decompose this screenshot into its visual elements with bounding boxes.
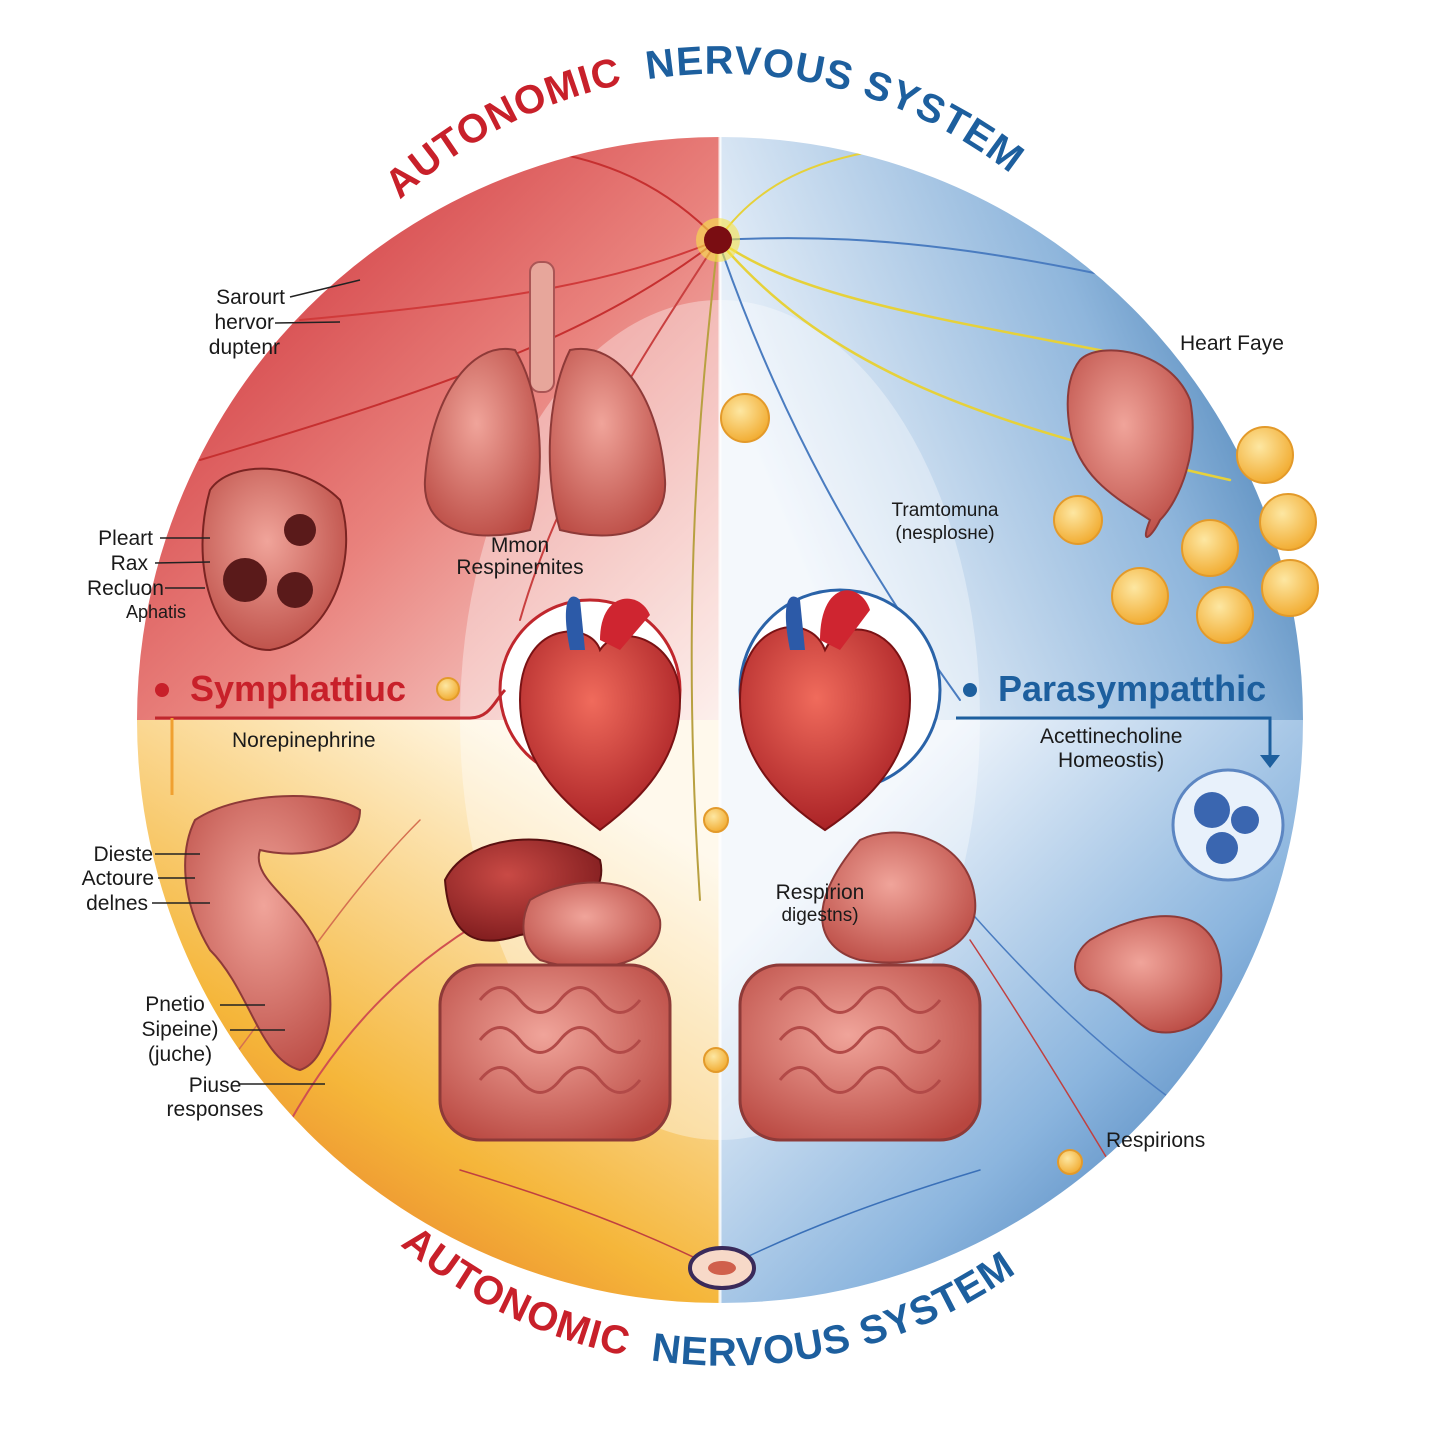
label-heart-right: Heart Faye — [1180, 332, 1284, 355]
label-digest-2: Actoure — [81, 867, 154, 890]
label-lungs-2: Respinemites — [456, 556, 584, 579]
label-pulse-1: Piuse — [188, 1074, 242, 1097]
label-lungs-1: Mmon — [490, 534, 550, 557]
intestine-outer-left-icon — [184, 795, 362, 1072]
parasympathetic-dot — [963, 683, 977, 697]
lungs-icon — [423, 261, 667, 537]
label-digest-1: Dieste — [93, 843, 153, 866]
parasympathetic-transmitter: Acettinecholine — [1040, 725, 1183, 748]
label-lower-right: Respirions — [1106, 1129, 1206, 1152]
label-digest-3: delnes — [86, 892, 148, 915]
intestine-outer-right-icon — [1074, 915, 1223, 1034]
parasympathetic-sub: Homeostis) — [1058, 749, 1165, 772]
sympathetic-label: Symphattiuc — [190, 668, 407, 709]
circle-outline — [133, 133, 1307, 1307]
label-heart-left-4: Aphatis — [125, 602, 186, 622]
cell-icon — [1171, 768, 1285, 882]
label-lower-left-1: Pnetio — [145, 993, 205, 1016]
intestine-right-icon — [738, 963, 982, 1142]
intestine-left-icon — [438, 963, 672, 1142]
receptor-icons — [436, 393, 1319, 1175]
stomach-right-icon — [821, 831, 977, 964]
label-top-left-1: Sarourt — [216, 286, 285, 309]
sympathetic-dot — [155, 683, 169, 697]
label-center-right-2: (nesplosне) — [895, 523, 995, 544]
neuron-icon — [696, 218, 740, 262]
stomach-left-icon — [522, 881, 662, 969]
label-center-right-1: Tramtomuna — [891, 500, 999, 521]
heart-left-center-icon — [498, 596, 682, 832]
connector-lines — [152, 279, 1280, 1085]
label-heart-left-3: Recluon — [86, 577, 164, 600]
sympathetic-transmitter: Norepinephrine — [232, 729, 376, 752]
parasympathetic-label: Parasympatthic — [998, 668, 1267, 709]
label-pulse-2: responses — [166, 1098, 264, 1121]
label-top-left-3: duptenr — [208, 336, 280, 359]
label-top-left-2: hervor — [214, 311, 274, 334]
neuron-bottom-icon — [688, 1246, 756, 1290]
heart-right-center-icon — [738, 588, 942, 832]
label-center-lower-2: digestns) — [781, 905, 859, 926]
label-heart-left-1: Pleart — [98, 527, 153, 550]
heart-section-icon — [201, 467, 348, 652]
label-lower-left-2: Sipeine) — [141, 1018, 219, 1041]
label-heart-left-2: Rax — [110, 552, 148, 575]
label-center-lower-1: Respirion — [775, 881, 865, 904]
label-lower-left-3: (juсhe) — [147, 1043, 213, 1066]
heart-right-icon — [1066, 349, 1194, 538]
